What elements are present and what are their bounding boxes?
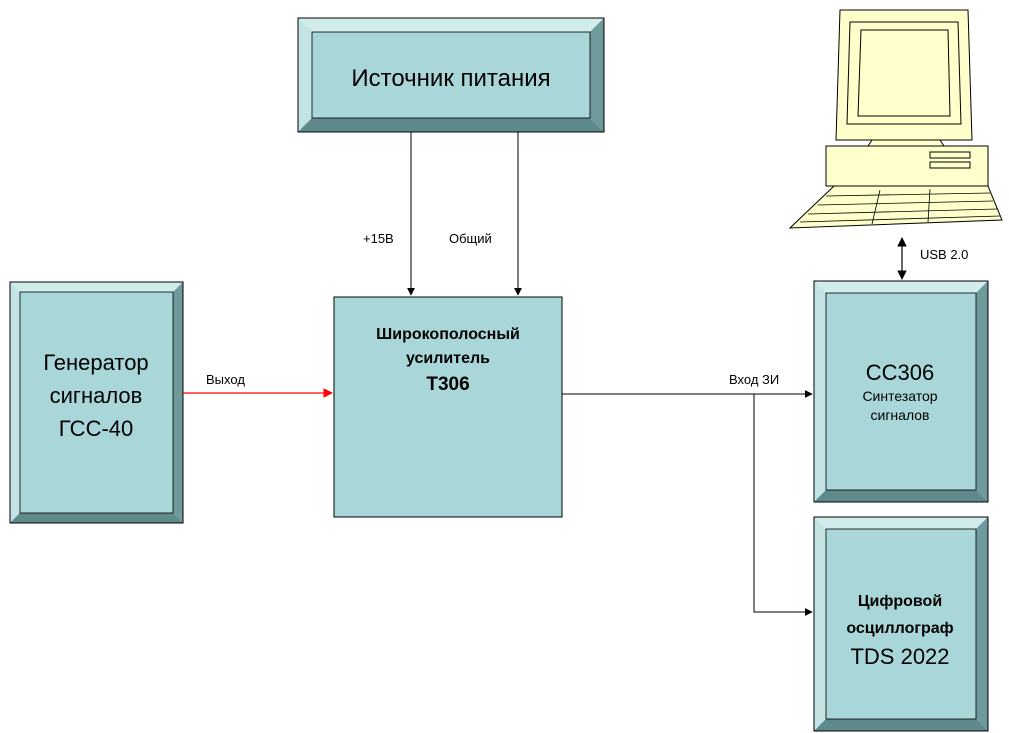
computer-icon xyxy=(788,9,1003,229)
usb-label: USB 2.0 xyxy=(920,247,968,262)
power-supply-label: Источник питания xyxy=(351,65,550,92)
oscilloscope-branch-wire xyxy=(753,394,813,616)
common-label: Общий xyxy=(449,231,492,246)
generator-label-line1: Генератор xyxy=(43,350,148,375)
amplifier-label-line3: Т306 xyxy=(426,374,469,395)
oscilloscope-block: Цифровой осциллограф TDS 2022 xyxy=(813,516,989,732)
connectors xyxy=(183,132,907,616)
amplifier-label-line1: Широкополосный xyxy=(376,326,520,343)
generator-label-line3: ГСС-40 xyxy=(59,416,134,441)
synthesizer-block: СС306 Синтезатор сигналов xyxy=(813,280,989,503)
generator-label-line2: сигналов xyxy=(50,383,143,408)
synthesizer-label-line3: сигналов xyxy=(871,407,930,423)
output-label: Выход xyxy=(206,372,245,387)
generator-block: Генератор сигналов ГСС-40 xyxy=(9,281,184,524)
input-zi-label: Вход ЗИ xyxy=(729,372,779,387)
oscilloscope-label-line2: осциллограф xyxy=(846,620,953,637)
synthesizer-label-line2: Синтезатор xyxy=(862,388,937,404)
oscilloscope-label-line1: Цифровой xyxy=(858,593,942,610)
plus15v-label: +15В xyxy=(363,231,394,246)
synthesizer-label-line1: СС306 xyxy=(866,360,934,385)
amplifier-label-line2: усилитель xyxy=(406,350,490,367)
power-supply-block: Источник питания xyxy=(297,17,605,133)
oscilloscope-label-line3: TDS 2022 xyxy=(850,644,949,669)
amplifier-block: Широкополосный усилитель Т306 xyxy=(333,296,563,518)
